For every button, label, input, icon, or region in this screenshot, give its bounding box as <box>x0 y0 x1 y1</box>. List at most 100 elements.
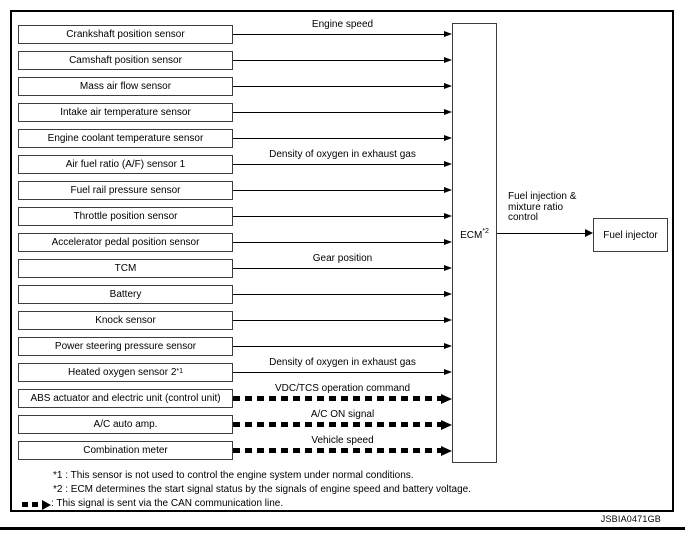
signal-arrow <box>233 213 452 220</box>
signal-arrow <box>233 83 452 90</box>
sensor-box: Combination meter <box>18 441 233 460</box>
sensor-label: TCM <box>114 263 137 274</box>
sensor-label: A/C auto amp. <box>93 419 158 430</box>
can-signal-arrow <box>233 393 452 404</box>
fuel-injector-label: Fuel injector <box>603 229 658 241</box>
sensor-label: Fuel rail pressure sensor <box>70 185 181 196</box>
footnote-2: *2 : ECM determines the start signal sta… <box>53 484 472 495</box>
can-signal-arrow <box>233 419 452 430</box>
arrow-line <box>233 242 446 243</box>
sensor-label: ABS actuator and electric unit (control … <box>30 393 221 404</box>
can-dashes <box>233 448 442 453</box>
signal-label: Density of oxygen in exhaust gas <box>269 357 416 368</box>
signal-arrow <box>233 343 452 350</box>
can-dashes <box>233 422 442 427</box>
sensor-box: Crankshaft position sensor <box>18 25 233 44</box>
arrow-head-icon <box>444 83 452 89</box>
arrow-head-icon <box>444 161 452 167</box>
sensor-label: Power steering pressure sensor <box>54 341 197 352</box>
signal-label: Density of oxygen in exhaust gas <box>269 149 416 160</box>
arrow-line <box>233 60 446 61</box>
signal-label: Engine speed <box>311 19 374 30</box>
sensor-label: Knock sensor <box>95 315 156 326</box>
arrow-head-icon <box>444 343 452 349</box>
signal-arrow <box>233 239 452 246</box>
arrow-head-icon <box>444 213 452 219</box>
arrow-head-icon <box>444 135 452 141</box>
footnote-can: : This signal is sent via the CAN commun… <box>51 498 284 509</box>
signal-arrow <box>233 109 452 116</box>
arrow-head-icon <box>441 393 452 404</box>
arrow-line <box>233 112 446 113</box>
arrow-line <box>233 164 446 165</box>
arrow-line <box>233 216 446 217</box>
sensor-label: Throttle position sensor <box>73 211 178 222</box>
sensor-box: Accelerator pedal position sensor <box>18 233 233 252</box>
arrow-line <box>233 346 446 347</box>
signal-arrow <box>233 369 452 376</box>
page-bottom-rule <box>0 527 685 530</box>
sensor-box: TCM <box>18 259 233 278</box>
arrow-head-icon <box>444 239 452 245</box>
sensor-box: Throttle position sensor <box>18 207 233 226</box>
arrow-line <box>233 372 446 373</box>
fuel-injector-box: Fuel injector <box>593 218 668 252</box>
arrow-head-icon <box>444 31 452 37</box>
arrow-head-icon <box>441 419 452 430</box>
sensor-box: Heated oxygen sensor 2*1 <box>18 363 233 382</box>
sensor-label: Air fuel ratio (A/F) sensor 1 <box>65 159 186 170</box>
footnote-1: *1 : This sensor is not used to control … <box>53 470 414 481</box>
arrow-head-icon <box>444 109 452 115</box>
signal-arrow <box>233 135 452 142</box>
sensor-box: Engine coolant temperature sensor <box>18 129 233 148</box>
signal-label: A/C ON signal <box>310 409 375 420</box>
sensor-label: Battery <box>109 289 142 300</box>
ecm-to-injector-arrow <box>497 229 593 238</box>
arrow-head-icon <box>444 291 452 297</box>
sensor-box: Air fuel ratio (A/F) sensor 1 <box>18 155 233 174</box>
sensor-label: Crankshaft position sensor <box>66 29 185 40</box>
signal-label: VDC/TCS operation command <box>274 383 411 394</box>
signal-arrow <box>233 187 452 194</box>
sensor-box: Camshaft position sensor <box>18 51 233 70</box>
ecm-label: ECM*2 <box>452 227 497 241</box>
sensor-label: Camshaft position sensor <box>69 55 182 66</box>
arrow-line <box>233 138 446 139</box>
sensor-label: Intake air temperature sensor <box>60 107 191 118</box>
can-dashed-arrow-icon <box>22 499 51 510</box>
ecm-box <box>452 23 497 463</box>
ecm-superscript: *2 <box>482 227 489 235</box>
sensor-box: Mass air flow sensor <box>18 77 233 96</box>
sensor-box: A/C auto amp. <box>18 415 233 434</box>
arrow-head-icon <box>444 265 452 271</box>
signal-label: Gear position <box>312 253 373 264</box>
sensor-box: Battery <box>18 285 233 304</box>
arrow-line <box>233 34 446 35</box>
sensor-label: Combination meter <box>83 445 168 456</box>
arrow-line <box>497 233 586 234</box>
signal-arrow <box>233 57 452 64</box>
arrow-head-icon <box>444 187 452 193</box>
sensor-label: Mass air flow sensor <box>79 81 172 92</box>
arrow-head-icon <box>444 57 452 63</box>
arrow-head-icon <box>444 317 452 323</box>
arrow-line <box>233 86 446 87</box>
sensor-box: Power steering pressure sensor <box>18 337 233 356</box>
can-dashes <box>233 396 442 401</box>
fuel-injection-control-label: Fuel injection & mixture ratio control <box>508 191 577 223</box>
signal-arrow <box>233 317 452 324</box>
arrow-head-icon <box>441 445 452 456</box>
arrow-line <box>233 294 446 295</box>
arrow-head-icon <box>42 499 51 510</box>
sensor-box: Knock sensor <box>18 311 233 330</box>
can-dashes <box>22 502 43 507</box>
sensor-box: Fuel rail pressure sensor <box>18 181 233 200</box>
arrow-line <box>233 190 446 191</box>
signal-arrow <box>233 291 452 298</box>
sensor-label: Engine coolant temperature sensor <box>47 133 204 144</box>
sensor-label: Accelerator pedal position sensor <box>51 237 200 248</box>
signal-label: Vehicle speed <box>311 435 374 446</box>
signal-arrow <box>233 265 452 272</box>
arrow-line <box>233 320 446 321</box>
can-signal-arrow <box>233 445 452 456</box>
